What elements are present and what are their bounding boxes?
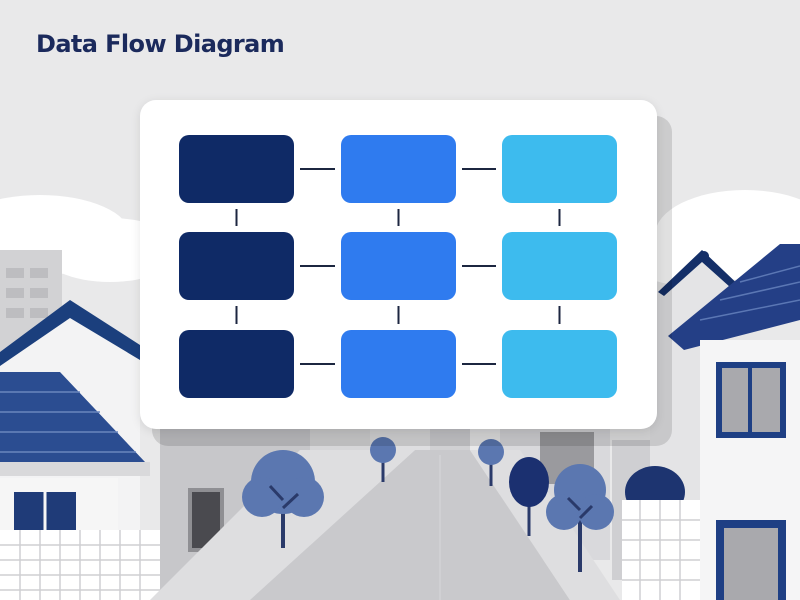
diagram-node-r3-c3 (502, 330, 617, 398)
page-title: Data Flow Diagram (36, 30, 285, 58)
diagram-node-r2-c2 (341, 232, 456, 300)
tree-illustration (242, 437, 614, 572)
connector-layer (235, 168, 561, 365)
diagram-node-r1-c2 (341, 135, 456, 203)
diagram-card (140, 100, 657, 429)
house-left-illustration (0, 300, 160, 600)
diagram-node-r1-c1 (179, 135, 294, 203)
diagram-node-r2-c1 (179, 232, 294, 300)
diagram-node-r3-c2 (341, 330, 456, 398)
diagram-node-r2-c3 (502, 232, 617, 300)
house-right-illustration (622, 244, 800, 600)
diagram-node-r3-c1 (179, 330, 294, 398)
diagram-node-r1-c3 (502, 135, 617, 203)
node-layer (179, 135, 617, 398)
flow-diagram (179, 135, 617, 398)
